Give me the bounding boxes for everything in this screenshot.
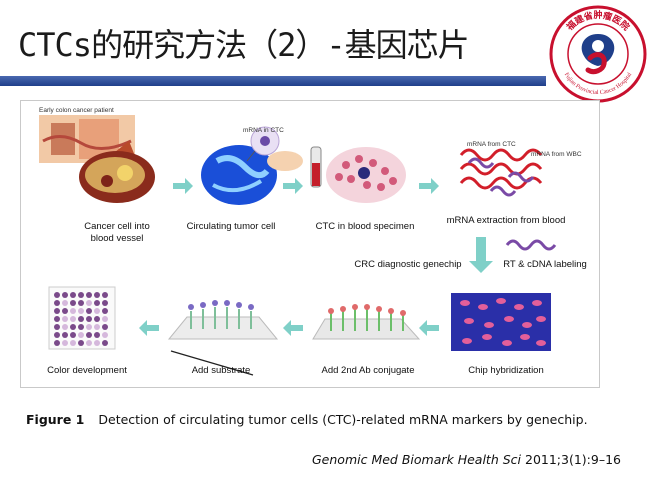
ab-conjugate-illustration (312, 304, 421, 340)
chip-hybridization-illustration (451, 293, 551, 351)
label-step1: Cancer cell into blood vessel (67, 221, 167, 245)
caption-text: Detection of circulating tumor cells (CT… (98, 412, 588, 427)
substrate-illustration (167, 300, 279, 376)
label-early-patient: Early colon cancer patient (39, 107, 114, 114)
blood-specimen-illustration (310, 146, 406, 203)
rt-labeling-squiggle (505, 239, 557, 251)
label-mrna-from-ctc: mRNA from CTC (467, 141, 516, 148)
citation-journal: Genomic Med Biomark Health Sci (312, 452, 522, 467)
label-mrna-in-ctc: mRNA in CTC (243, 127, 284, 134)
label-step1-line2: blood vessel (90, 233, 144, 244)
label-step7: Add substrate (191, 365, 251, 376)
label-step5: Chip hybridization (468, 365, 544, 376)
citation: Genomic Med Biomark Health Sci 2011;3(1)… (312, 452, 621, 467)
figure-caption: Figure 1 Detection of circulating tumor c… (26, 412, 588, 427)
figure-graphics (39, 115, 557, 376)
patient-illustration (39, 115, 155, 203)
hospital-logo: 福建省肿瘤医院 Fujian Provincial Cancer Hospita… (549, 5, 647, 103)
label-step8: Color development (47, 365, 127, 376)
label-step6: Add 2nd Ab conjugate (321, 365, 415, 376)
label-crc-genechip: CRC diagnostic genechip (354, 259, 462, 270)
title-underline-bar (0, 76, 546, 86)
label-step1-line1: Cancer cell into (84, 221, 150, 232)
label-step4: mRNA extraction from blood (446, 215, 566, 226)
label-step3: CTC in blood specimen (315, 221, 415, 232)
citation-details: 2011;3(1):9–16 (525, 452, 622, 467)
figure-panel: Early colon cancer patient mRNA in CTC m… (20, 100, 600, 388)
mrna-extraction-illustration (459, 148, 543, 197)
color-development-grid (48, 286, 116, 350)
ctc-illustration (201, 126, 303, 205)
label-step2: Circulating tumor cell (186, 221, 276, 232)
slide-title: CTCs的研究方法（2）-基因芯片 (18, 26, 470, 64)
row2-arrows (139, 320, 439, 336)
label-rt-labeling: RT & cDNA labeling (503, 259, 587, 270)
down-arrow (469, 237, 493, 273)
label-mrna-from-wbc: mRNA from WBC (531, 151, 582, 158)
row1-arrows (173, 178, 439, 194)
caption-figure-number: Figure 1 (26, 412, 85, 427)
